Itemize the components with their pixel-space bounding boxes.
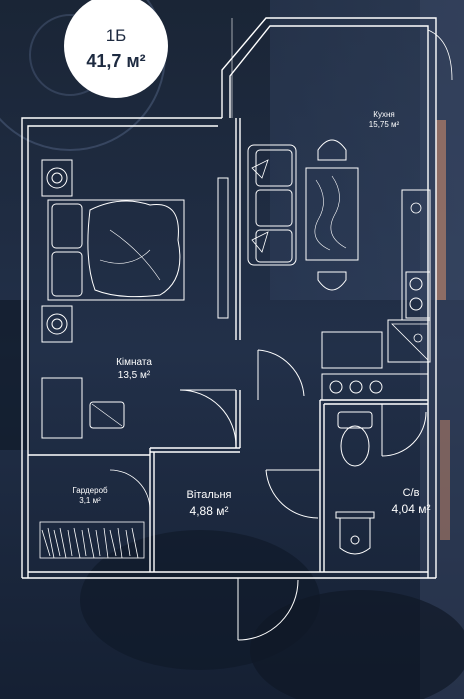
room-wardrobe-area: 3,1 м²	[79, 496, 101, 505]
unit-label: 1Б	[105, 26, 127, 45]
room-wardrobe-name: Гардероб	[72, 486, 108, 495]
room-hall-area: 4,88 м²	[189, 504, 229, 518]
bed	[47, 199, 185, 301]
room-bedroom-name: Кімната	[116, 357, 152, 368]
doors	[179, 349, 427, 641]
room-hall-name: Вітальня	[186, 489, 232, 501]
room-wardrobe: Гардероб 3,1 м²	[72, 486, 107, 506]
kitchen-counter	[321, 189, 431, 401]
sofa	[247, 144, 297, 266]
outer-walls	[21, 17, 437, 579]
room-bathroom-name: С/в	[402, 487, 420, 499]
nightstands	[41, 159, 73, 343]
wardrobe-rack	[39, 521, 145, 559]
room-bathroom-area: 4,04 м²	[391, 502, 431, 516]
desk	[41, 377, 125, 439]
room-bedroom: Кімната 13,5 м²	[116, 356, 152, 382]
room-kitchen-area: 15,75 м²	[368, 120, 400, 129]
unit-area: 41,7 м²	[86, 51, 146, 71]
unit-badge: 1Б 41,7 м²	[64, 0, 168, 98]
room-hall: Вітальня 4,88 м²	[187, 488, 232, 520]
room-bathroom: С/в 4,04 м²	[392, 486, 431, 518]
room-bedroom-area: 13,5 м²	[117, 370, 151, 381]
dining-table	[305, 139, 359, 291]
bathroom-fixtures	[335, 411, 375, 555]
room-kitchen-name: Кухня	[373, 110, 395, 119]
room-kitchen: Кухня 15,75 м²	[369, 110, 399, 130]
